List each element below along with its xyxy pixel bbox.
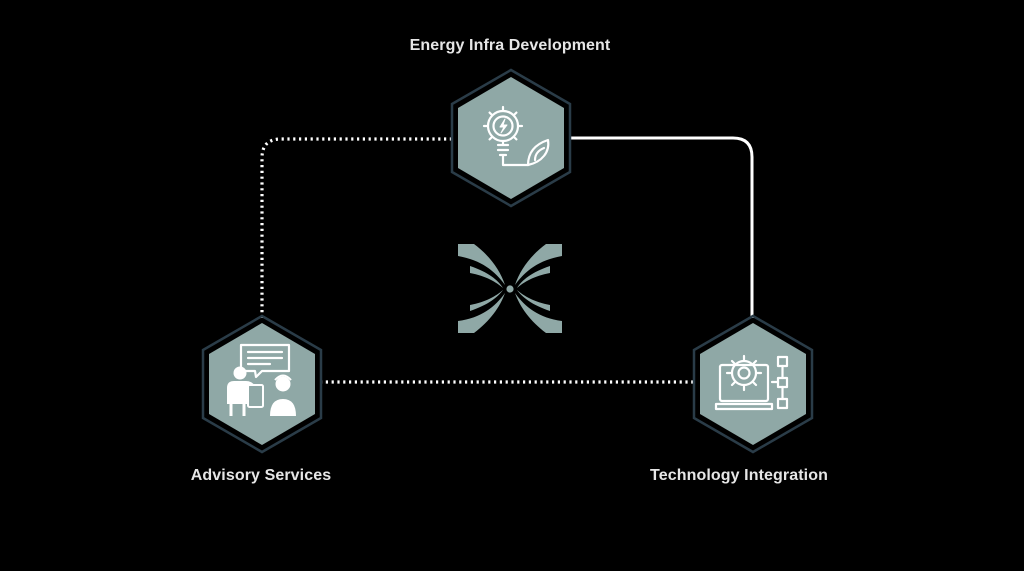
label-energy-infra-development: Energy Infra Development: [409, 37, 611, 54]
brand-logo-icon: [458, 244, 562, 333]
node-technology-integration[interactable]: [692, 314, 814, 454]
hexagon-fill: [209, 323, 315, 445]
hexagon-outline: [450, 68, 572, 208]
node-advisory-services[interactable]: [201, 314, 323, 454]
logo-center-dot: [506, 285, 514, 293]
computer-gear-flowchart-icon: [714, 354, 789, 411]
node-energy-infra-development[interactable]: [450, 68, 572, 208]
lightbulb-gear-leaf-icon: [482, 105, 550, 167]
label-technology-integration: Technology Integration: [650, 467, 828, 484]
hexagon-fill: [700, 323, 806, 445]
hexagon-outline: [201, 314, 323, 454]
label-advisory-services: Advisory Services: [190, 467, 332, 484]
connectors: [260, 136, 754, 384]
connector-top-right: [570, 136, 754, 318]
hexagon-outline: [692, 314, 814, 454]
connector-top-left: [260, 137, 452, 318]
consultation-meeting-icon: [227, 343, 296, 416]
